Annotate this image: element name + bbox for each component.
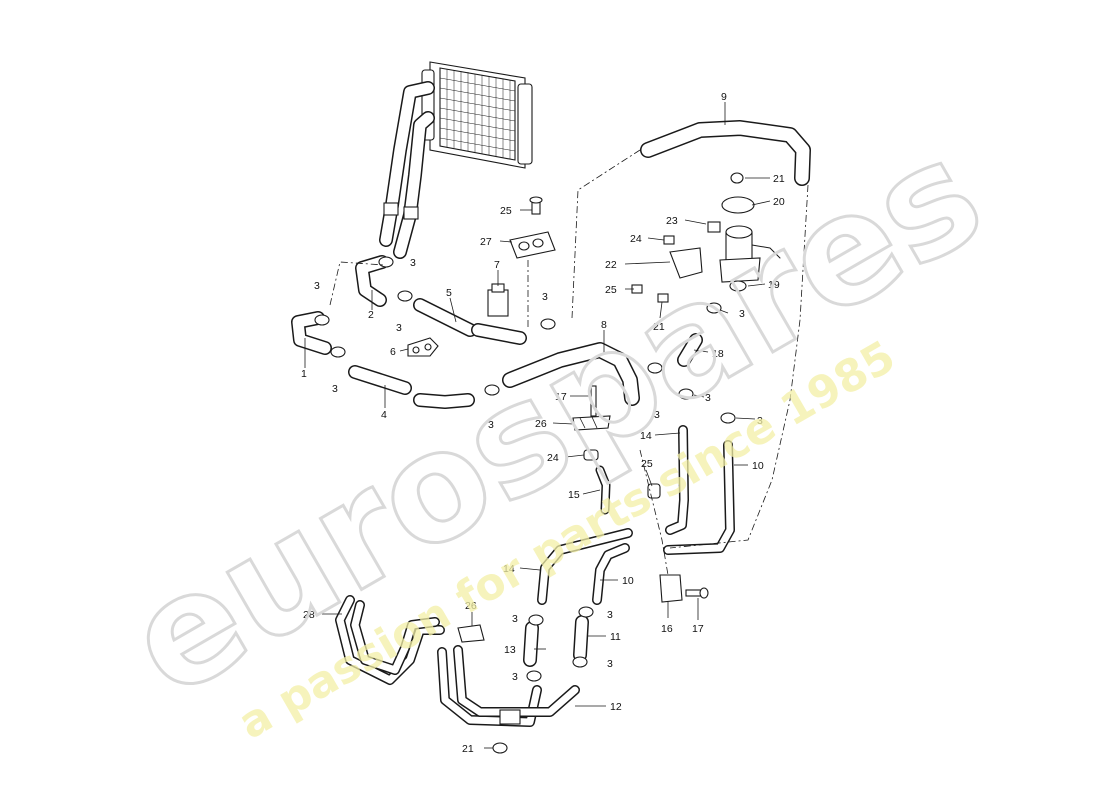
callout-3: 3 <box>410 257 416 269</box>
hose-11 <box>573 615 589 662</box>
callout-21: 21 <box>773 173 785 185</box>
clip-26-lower <box>457 624 485 643</box>
hose-1 <box>291 311 332 355</box>
callout-12: 12 <box>610 701 622 713</box>
hose-9 <box>640 120 811 186</box>
callout-3: 3 <box>542 291 548 303</box>
callout-3: 3 <box>654 409 660 421</box>
hose-8 <box>502 342 640 406</box>
callout-23: 23 <box>666 215 678 227</box>
pipe-assembly-28 <box>335 595 445 685</box>
reference-lines <box>329 149 809 576</box>
callout-13: 13 <box>504 644 516 656</box>
callout-3: 3 <box>739 308 745 320</box>
gasket-27 <box>509 231 556 259</box>
callout-17: 17 <box>692 623 704 635</box>
callout-14: 14 <box>503 563 515 575</box>
pipe-14-lower <box>537 528 633 605</box>
callout-3: 3 <box>512 671 518 683</box>
callout-8: 8 <box>601 319 607 331</box>
callout-3: 3 <box>314 280 320 292</box>
hose-5 <box>413 298 527 345</box>
callout-3: 3 <box>705 392 711 404</box>
callout-9: 9 <box>721 91 727 103</box>
hose-4 <box>348 365 475 409</box>
callout-4: 4 <box>381 409 387 421</box>
hose-13 <box>523 621 539 667</box>
exchanger-pipes <box>379 81 435 259</box>
bolt-25-upper <box>529 196 543 215</box>
callout-24: 24 <box>547 452 559 464</box>
callout-10: 10 <box>752 460 764 472</box>
clip-26 <box>572 415 611 431</box>
hose-clamps <box>314 256 736 682</box>
callout-22: 22 <box>605 259 617 271</box>
bracket-16 <box>659 574 683 603</box>
grommet-6 <box>407 337 439 357</box>
pipe-10-lower <box>592 543 630 605</box>
callout-2: 2 <box>368 309 374 321</box>
callout-25: 25 <box>500 205 512 217</box>
callout-27: 27 <box>480 236 492 248</box>
callout-24: 24 <box>630 233 642 245</box>
callout-7: 7 <box>494 259 500 271</box>
callout-28: 28 <box>303 609 315 621</box>
callout-16: 16 <box>661 623 673 635</box>
callout-21: 21 <box>462 743 474 755</box>
callout-20: 20 <box>773 196 785 208</box>
callout-14: 14 <box>640 430 652 442</box>
nut-24-lower <box>583 449 599 461</box>
bolt-17-lower <box>685 587 709 599</box>
callout-3: 3 <box>512 613 518 625</box>
callout-11: 11 <box>610 631 621 643</box>
callout-3: 3 <box>607 609 613 621</box>
callout-25: 25 <box>641 458 653 470</box>
callout-3: 3 <box>607 658 613 670</box>
nut-21-lower <box>492 742 508 754</box>
callout-26: 26 <box>465 600 477 612</box>
callout-1: 1 <box>301 368 307 380</box>
callout-10: 10 <box>622 575 634 587</box>
screw-17-upper <box>590 385 597 417</box>
pipe-15 <box>595 465 611 515</box>
callout-3: 3 <box>488 419 494 431</box>
callouts: 1 2 3 3 3 3 3 3 3 3 3 3 3 3 3 3 4 5 6 7 … <box>301 91 785 755</box>
pipe-14-right <box>665 425 689 535</box>
heat-exchanger <box>421 61 533 169</box>
pipe-assembly-12 <box>437 645 580 727</box>
callout-15: 15 <box>568 489 580 501</box>
callout-25: 25 <box>605 284 617 296</box>
callout-21: 21 <box>653 321 665 333</box>
callout-19: 19 <box>768 279 780 291</box>
leader-lines <box>304 102 771 749</box>
callout-3: 3 <box>332 383 338 395</box>
callout-3: 3 <box>757 415 763 427</box>
hose-18 <box>677 333 703 367</box>
callout-6: 6 <box>390 346 396 358</box>
bracket-7 <box>487 283 509 317</box>
callout-17: 17 <box>555 391 567 403</box>
callout-3: 3 <box>396 322 402 334</box>
bolt-25-lower <box>647 483 661 499</box>
callout-5: 5 <box>446 287 452 299</box>
pipe-10-right <box>663 440 735 555</box>
callout-26: 26 <box>535 418 547 430</box>
hose-2 <box>355 255 389 307</box>
callout-18: 18 <box>712 348 724 360</box>
pump-assembly <box>631 172 781 303</box>
